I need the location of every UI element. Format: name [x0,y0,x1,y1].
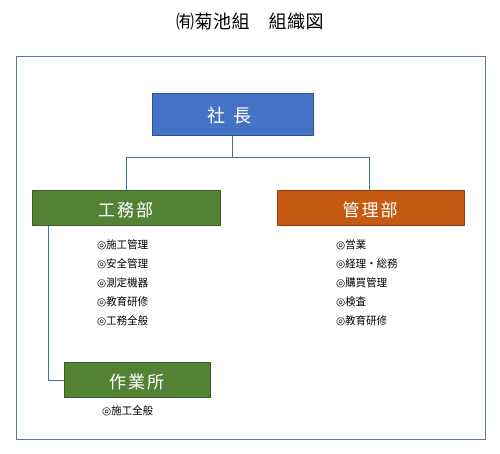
construction-dept-label: 工務部 [98,200,155,221]
management-duties-list: ◎営業 ◎経理・総務 ◎購買管理 ◎検査 ◎教育研修 [336,236,398,331]
connector-left-drop [126,157,127,190]
connector-horizontal [126,157,370,158]
management-dept-box: 管理部 [277,190,465,226]
list-item: ◎測定機器 [97,277,149,289]
list-item: ◎施工管理 [97,239,149,251]
connector-sub-horizontal [48,380,64,381]
worksite-box: 作業所 [64,362,211,398]
management-dept-label: 管理部 [342,200,400,221]
list-item: ◎検査 [336,296,367,308]
connector-right-drop [369,157,370,190]
list-item: ◎教育研修 [336,315,388,327]
list-item: ◎営業 [336,239,367,251]
list-item: ◎教育研修 [97,296,149,308]
list-item: ◎施工全般 [102,405,154,417]
list-item: ◎経理・総務 [336,258,398,270]
worksite-duties-list: ◎施工全般 [102,402,153,421]
construction-dept-box: 工務部 [32,190,221,226]
list-item: ◎工務全般 [97,315,149,327]
list-item: ◎安全管理 [97,258,149,270]
list-item: ◎購買管理 [336,277,388,289]
connector-sub-vertical [48,226,49,381]
president-box: 社長 [152,93,314,136]
connector-president-down [232,136,233,158]
construction-duties-list: ◎施工管理 ◎安全管理 ◎測定機器 ◎教育研修 ◎工務全般 [97,236,148,331]
chart-frame [16,56,486,440]
page-title: ㈲菊池組 組織図 [176,12,324,33]
worksite-label: 作業所 [109,372,166,393]
president-label: 社長 [207,105,259,127]
